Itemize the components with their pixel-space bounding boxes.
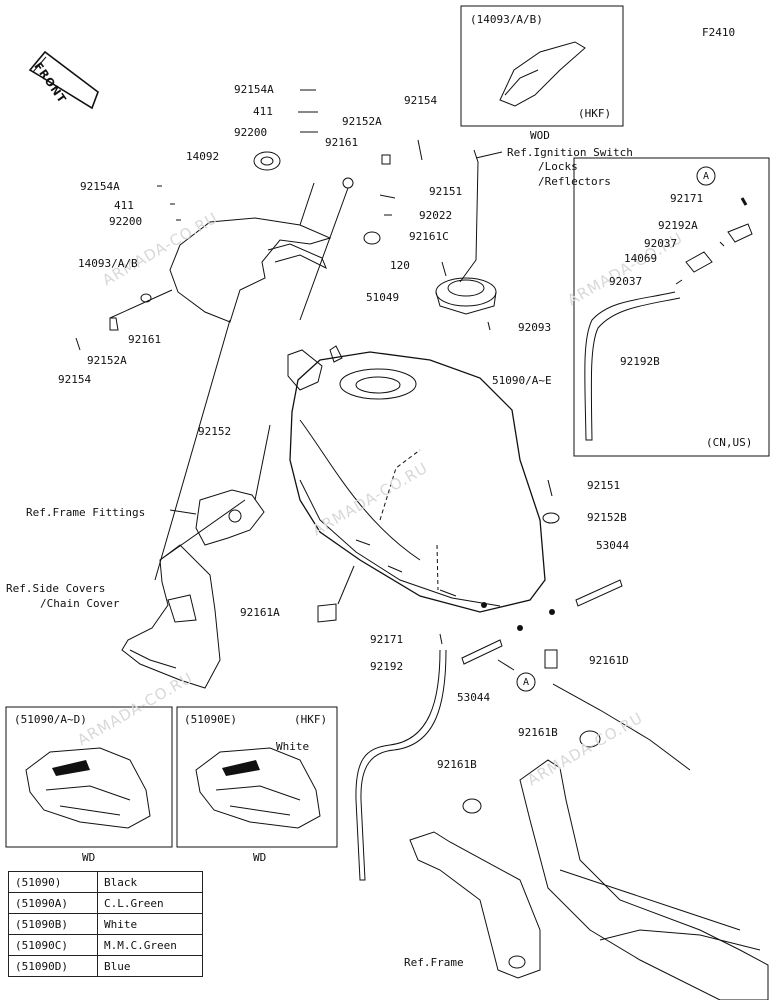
part-label: 92200 — [109, 215, 143, 228]
cover-14093 — [169, 217, 332, 323]
callout-a-main — [516, 672, 536, 692]
inset-frame-51090e — [176, 706, 338, 848]
color-code: (51090B) — [8, 913, 98, 935]
color-code: (51090C) — [8, 934, 98, 956]
part-label: 92151 — [587, 479, 621, 492]
part-label: 92152B — [587, 511, 627, 524]
part-label: 92161 — [325, 136, 359, 149]
color-name: Blue — [97, 955, 203, 977]
part-label: 92037 — [609, 275, 643, 288]
part-label: 14069 — [624, 252, 658, 265]
part-label: 51090/A~E — [492, 374, 552, 387]
part-label: 92154A — [234, 83, 274, 96]
part-label: 92171 — [370, 633, 404, 646]
part-label: 92154 — [58, 373, 92, 386]
part-label: 92192 — [370, 660, 404, 673]
part-label: 92161B — [437, 758, 477, 771]
part-label: Ref.Frame Fittings — [26, 506, 146, 519]
inset-cn-us-tag: (CN,US) — [706, 436, 753, 449]
color-code: (51090A) — [8, 892, 98, 914]
part-label: Ref.Frame — [404, 956, 464, 969]
part-label: 53044 — [596, 539, 630, 552]
part-label: 92161B — [518, 726, 558, 739]
part-label: 411 — [253, 105, 273, 118]
inset-51090-caption: WD — [82, 851, 96, 864]
color-code: (51090) — [8, 871, 98, 893]
callout-a-inset-letter: A — [703, 171, 710, 182]
color-row: (51090) Black — [8, 871, 203, 893]
part-label: /Reflectors — [538, 175, 611, 188]
side-cover — [121, 544, 221, 689]
inset-51090e-title: (51090E) — [184, 713, 237, 726]
inset-frame-14093 — [460, 5, 624, 127]
color-name: Black — [97, 871, 203, 893]
filler-cap — [435, 277, 497, 307]
color-row: (51090D) Blue — [8, 955, 203, 977]
part-label: 92152A — [87, 354, 127, 367]
color-row: (51090A) C.L.Green — [8, 892, 203, 914]
inset-51090e-tag: (HKF) — [294, 713, 328, 726]
inset-51090-title: (51090/A~D) — [14, 713, 87, 726]
callout-a-inset — [696, 166, 716, 186]
part-label: /Locks — [538, 160, 578, 173]
part-label: 92154A — [80, 180, 120, 193]
frame-fittings — [195, 489, 265, 546]
part-label: Ref.Side Covers — [6, 582, 106, 595]
front-arrow-icon — [28, 50, 99, 110]
part-label: Ref.Ignition Switch — [507, 146, 633, 159]
part-label: 92192A — [658, 219, 698, 232]
inset-51090e-note: White — [276, 740, 310, 753]
part-label: 92151 — [429, 185, 463, 198]
inset-51090e-caption: WD — [253, 851, 267, 864]
part-label: 92022 — [419, 209, 453, 222]
color-row: (51090C) M.M.C.Green — [8, 934, 203, 956]
color-code-table: (51090) Black (51090A) C.L.Green (51090B… — [8, 871, 203, 977]
part-label: 92161 — [128, 333, 162, 346]
part-label: 51049 — [366, 291, 400, 304]
part-label: 92161C — [409, 230, 449, 243]
part-label: 92154 — [404, 94, 438, 107]
inset-frame-cn-us — [573, 157, 770, 457]
part-label: 92152 — [198, 425, 232, 438]
part-label: 92200 — [234, 126, 268, 139]
main-frame — [409, 831, 541, 979]
part-label: 92171 — [670, 192, 704, 205]
part-label: 14093/A/B — [78, 257, 138, 270]
figure-id: F2410 — [702, 26, 736, 39]
inset-14093-tag: (HKF) — [578, 107, 612, 120]
part-label: 92152A — [342, 115, 382, 128]
color-code: (51090D) — [8, 955, 98, 977]
color-name: M.M.C.Green — [97, 934, 203, 956]
part-label: 53044 — [457, 691, 491, 704]
fuel-tank — [289, 351, 546, 613]
inset-frame-51090-a-d — [5, 706, 173, 848]
color-name: C.L.Green — [97, 892, 203, 914]
color-row: (51090B) White — [8, 913, 203, 935]
inset-14093-caption: WOD — [530, 129, 550, 142]
part-label: 92037 — [644, 237, 678, 250]
callout-a-main-letter: A — [523, 677, 530, 688]
color-name: White — [97, 913, 203, 935]
part-label: /Chain Cover — [40, 597, 120, 610]
part-label: 92192B — [620, 355, 660, 368]
inset-14093-title: (14093/A/B) — [470, 13, 543, 26]
part-label: 92161D — [589, 654, 629, 667]
part-label: 411 — [114, 199, 134, 212]
part-label: 92093 — [518, 321, 552, 334]
part-label: 120 — [390, 259, 410, 272]
part-label: 92161A — [240, 606, 280, 619]
part-label: 14092 — [186, 150, 220, 163]
